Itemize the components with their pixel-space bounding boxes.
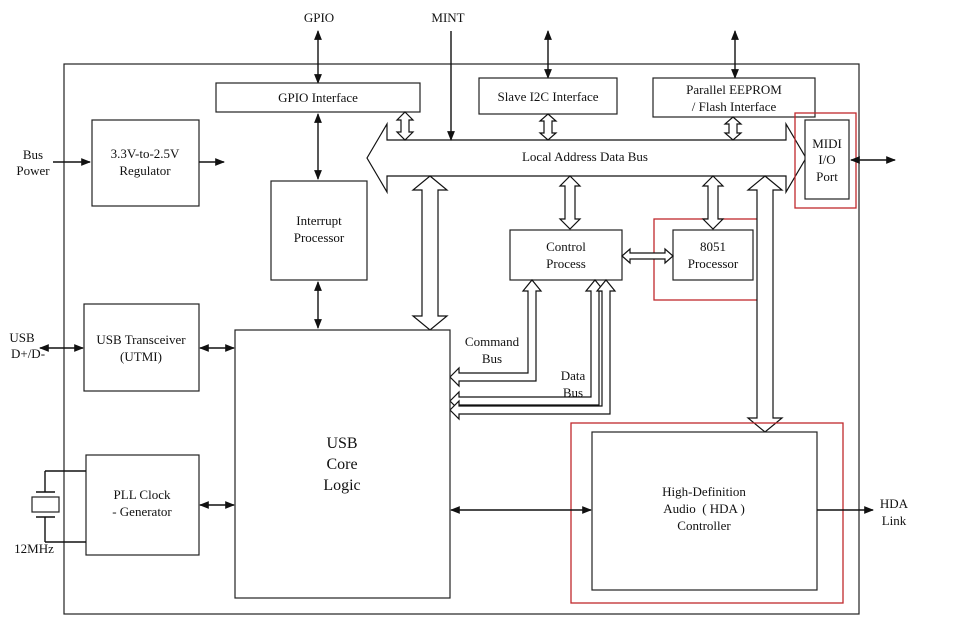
data-bus-second (449, 279, 617, 421)
processor-bus-connector (701, 175, 725, 230)
svg-text:I/O: I/O (818, 152, 835, 167)
svg-text:High-Definition: High-Definition (662, 484, 746, 499)
processor-8051-label: 8051 Processor (688, 239, 739, 271)
eeprom-bus-connector (723, 116, 743, 141)
interrupt-processor-label: Interrupt Processor (294, 213, 345, 245)
usb-external-label: USB D+/D- (9, 330, 45, 361)
svg-text:Command: Command (465, 334, 520, 349)
svg-text:MINT: MINT (431, 10, 464, 25)
svg-text:Bus: Bus (23, 147, 43, 162)
svg-text:Parallel EEPROM: Parallel EEPROM (686, 82, 782, 97)
midi-port-box (804, 119, 850, 200)
svg-text:USB: USB (9, 330, 35, 345)
svg-text:GPIO Interface: GPIO Interface (278, 90, 358, 105)
gpio-pin-label: GPIO (304, 10, 334, 25)
svg-text:3.3V-to-2.5V: 3.3V-to-2.5V (111, 146, 180, 161)
mint-label: MINT (431, 10, 464, 25)
bus-power-label: Bus Power (16, 147, 50, 178)
slave-i2c-interface-box (478, 77, 618, 115)
svg-text:12MHz: 12MHz (14, 541, 54, 556)
parallel-eeprom-label: Parallel EEPROM / Flash Interface (686, 82, 782, 114)
svg-text:Slave I2C Interface: Slave I2C Interface (497, 89, 598, 104)
command-bus (449, 279, 543, 388)
svg-text:USB: USB (326, 435, 357, 452)
gpio-bus-connector (395, 111, 415, 141)
parallel-eeprom-box (652, 77, 816, 118)
gpio-interface-label: GPIO Interface (278, 90, 358, 105)
slave-i2c-label: Slave I2C Interface (497, 89, 598, 104)
svg-text:- Generator: - Generator (112, 504, 172, 519)
svg-text:Logic: Logic (323, 477, 360, 494)
svg-text:Control: Control (546, 239, 586, 254)
svg-text:Bus: Bus (563, 385, 583, 400)
pll-clock-label: PLL Clock - Generator (112, 487, 172, 519)
crystal-icon (31, 470, 86, 543)
svg-text:8051: 8051 (700, 239, 726, 254)
regulator-box (91, 119, 200, 207)
hda-controller-label: High-Definition Audio ( HDA ) Controller (662, 484, 746, 533)
svg-text:Processor: Processor (294, 230, 345, 245)
svg-text:Audio ( HDA ): Audio ( HDA ) (663, 501, 745, 516)
local-bus-label: Local Address Data Bus (522, 149, 648, 164)
usb-transceiver-label: USB Transceiver (UTMI) (96, 332, 186, 364)
hda-link-label: HDA Link (880, 496, 909, 528)
regulator-label: 3.3V-to-2.5V Regulator (111, 146, 180, 178)
svg-text:HDA: HDA (880, 496, 909, 511)
svg-text:Controller: Controller (677, 518, 731, 533)
svg-text:MIDI: MIDI (812, 136, 842, 151)
hda-controller-box (591, 431, 818, 591)
svg-text:Processor: Processor (688, 256, 739, 271)
control-process-box (509, 229, 623, 281)
usb-core-logic-box (234, 329, 451, 599)
svg-text:(UTMI): (UTMI) (120, 349, 162, 364)
control-8051-connector (621, 247, 674, 265)
svg-text:Power: Power (16, 163, 50, 178)
usb-transceiver-box (83, 303, 200, 392)
crystal-frequency-label: 12MHz (14, 541, 54, 556)
svg-text:D+/D-: D+/D- (11, 346, 45, 361)
svg-text:Interrupt: Interrupt (296, 213, 342, 228)
i2c-bus-connector (538, 113, 558, 141)
svg-text:Bus: Bus (482, 351, 502, 366)
svg-text:Process: Process (546, 256, 586, 271)
usb-core-logic-label: USB Core Logic (323, 435, 360, 494)
svg-text:Regulator: Regulator (119, 163, 171, 178)
processor-8051-box (672, 229, 754, 281)
svg-text:GPIO: GPIO (304, 10, 334, 25)
command-bus-label: Command Bus (465, 334, 520, 366)
svg-text:Core: Core (326, 456, 357, 473)
svg-text:Link: Link (882, 513, 907, 528)
data-bus-label: Data Bus (561, 368, 586, 400)
gpio-interface-box (215, 82, 421, 113)
interrupt-processor-box (270, 180, 368, 281)
svg-text:Data: Data (561, 368, 586, 383)
midi-port-label: MIDI I/O Port (812, 136, 842, 184)
control-process-label: Control Process (546, 239, 586, 271)
control-bus-connector (558, 175, 582, 230)
svg-text:PLL Clock: PLL Clock (114, 487, 171, 502)
svg-text:USB Transceiver: USB Transceiver (96, 332, 186, 347)
pll-clock-box (85, 454, 200, 556)
svg-text:Local Address Data Bus: Local Address Data Bus (522, 149, 648, 164)
svg-text:/ Flash Interface: / Flash Interface (692, 99, 777, 114)
svg-text:Port: Port (816, 169, 838, 184)
